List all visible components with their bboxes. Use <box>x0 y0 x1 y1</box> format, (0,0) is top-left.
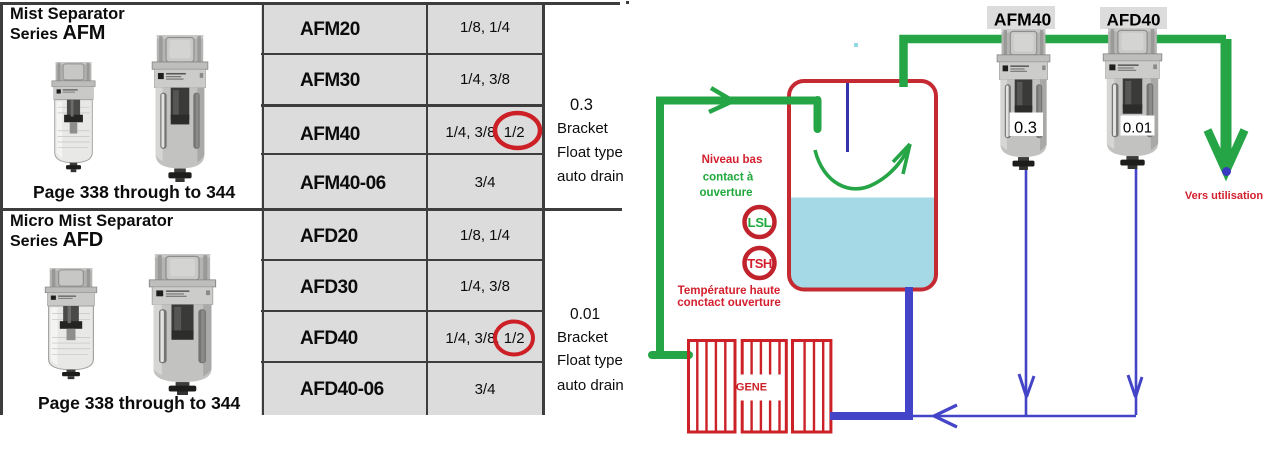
svg-text:Température haute: Température haute <box>678 285 781 297</box>
svg-text:GENE: GENE <box>736 382 767 394</box>
svg-text:Vers utilisation: Vers utilisation <box>1185 190 1264 202</box>
svg-text:AFD40: AFD40 <box>1107 11 1161 30</box>
svg-text:0.01: 0.01 <box>1123 120 1152 137</box>
svg-text:LSL: LSL <box>748 215 772 230</box>
svg-text:0.3: 0.3 <box>1014 119 1037 137</box>
svg-text:AFM40: AFM40 <box>994 10 1052 30</box>
svg-text:conctact ouverture: conctact ouverture <box>677 297 781 309</box>
svg-text:ouverture: ouverture <box>699 187 752 199</box>
svg-text:contact à: contact à <box>703 172 754 184</box>
svg-text:Niveau bas: Niveau bas <box>702 154 763 166</box>
svg-text:TSH: TSH <box>747 256 772 271</box>
